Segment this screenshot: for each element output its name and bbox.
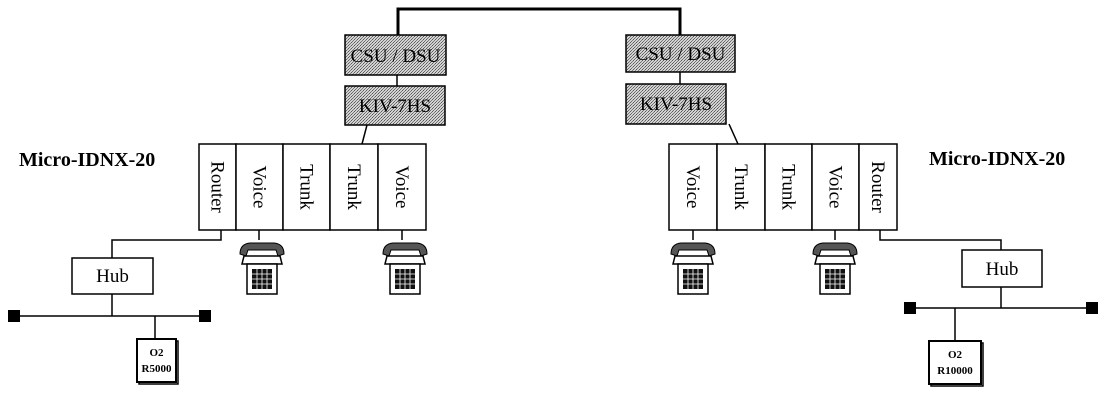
- workstation-icon: [928, 340, 982, 385]
- server-left-label-line2: R5000: [142, 363, 172, 375]
- kiv-7hs-right-label: KIV-7HS: [640, 94, 712, 115]
- server-right-label-line1: O2: [948, 349, 963, 361]
- server-left-label-line1: O2: [149, 347, 164, 359]
- telephone-icon: [239, 242, 285, 295]
- card-right-1-label: Voice: [682, 166, 703, 209]
- workstation-icon: [136, 338, 177, 383]
- site-left: CSU / DSU KIV-7HS Micro-IDNX-20 Router V…: [8, 34, 447, 385]
- card-right-5: [858, 143, 898, 231]
- card-right-2-label: Trunk: [730, 164, 751, 210]
- card-right-1: [668, 143, 718, 231]
- card-left-1-label: Router: [207, 161, 228, 213]
- card-left-5: [377, 143, 427, 231]
- card-right-5-label: Router: [867, 161, 888, 213]
- card-left-5-label: Voice: [391, 166, 412, 209]
- telephone-icon: [382, 242, 428, 295]
- wan-link: [396, 7, 682, 35]
- site-right: CSU / DSU KIV-7HS Micro-IDNX-20 Voice Tr…: [625, 34, 1098, 387]
- card-right-4-label: Voice: [825, 166, 846, 209]
- card-left-4-label: Trunk: [343, 164, 364, 210]
- hub-right-label: Hub: [986, 259, 1019, 280]
- csu-dsu-right-label: CSU / DSU: [636, 44, 726, 65]
- server-right-label-line2: R10000: [937, 365, 973, 377]
- csu-dsu-left: [344, 34, 447, 76]
- lan-terminator-icon: [904, 302, 916, 314]
- lan-terminator-icon: [199, 310, 211, 322]
- kiv-7hs-right: [625, 83, 727, 125]
- device-label-right: Micro-IDNX-20: [929, 148, 1065, 170]
- hub-left: [71, 257, 154, 295]
- card-left-2-label: Voice: [249, 166, 270, 209]
- hub-right: [961, 249, 1043, 288]
- telephone-icon: [812, 242, 858, 295]
- card-right-3-label: Trunk: [778, 164, 799, 210]
- device-label-left: Micro-IDNX-20: [19, 149, 155, 171]
- kiv-7hs-left-label: KIV-7HS: [359, 96, 431, 117]
- hub-left-label: Hub: [96, 266, 129, 287]
- chassis-left: Router Voice Trunk Trunk Voice: [198, 143, 427, 231]
- chassis-right: Voice Trunk Trunk Voice Router: [668, 143, 898, 231]
- card-left-3-label: Trunk: [296, 164, 317, 210]
- card-right-4: [811, 143, 860, 231]
- telephone-icon: [670, 242, 716, 295]
- card-right-3: [764, 143, 813, 231]
- card-left-1: [198, 143, 237, 231]
- lan-terminator-icon: [1086, 302, 1098, 314]
- lan-terminator-icon: [8, 310, 20, 322]
- kiv-7hs-left: [344, 85, 446, 126]
- csu-dsu-left-label: CSU / DSU: [351, 46, 441, 67]
